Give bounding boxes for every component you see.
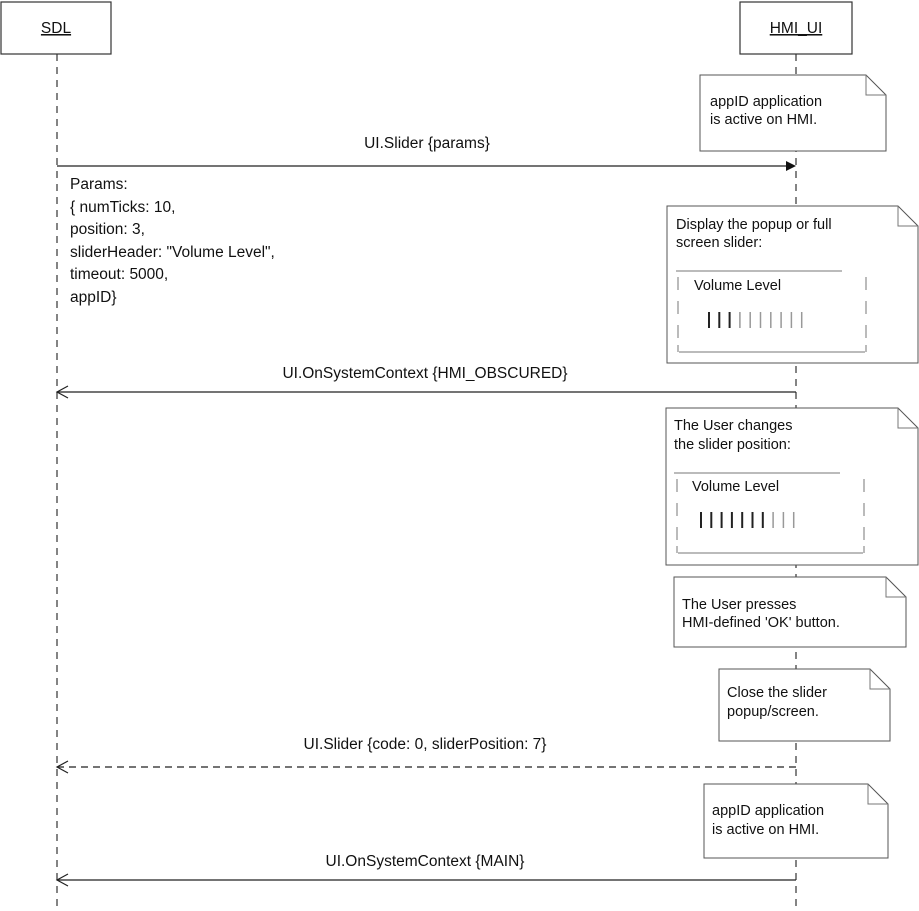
note-line: Close the slider <box>727 685 827 701</box>
params-line: position: 3, <box>70 221 145 238</box>
params-line: { numTicks: 10, <box>70 199 175 216</box>
note-line: The User presses <box>682 597 796 613</box>
params-line: timeout: 5000, <box>70 266 168 283</box>
slider-ticks <box>700 512 795 528</box>
note-line: is active on HMI. <box>710 112 817 128</box>
note-line: screen slider: <box>676 235 762 251</box>
slider-mockup: Volume Level <box>676 270 867 353</box>
params-line: Params: <box>70 176 128 193</box>
arrowhead-icon <box>786 161 796 171</box>
participant-hmi-ui: HMI_UI <box>739 1 853 55</box>
message-ui-slider-response: UI.Slider {code: 0, sliderPosition: 7} <box>55 736 796 774</box>
message-on-system-context-main: UI.OnSystemContext {MAIN} <box>55 853 796 887</box>
params-block: Params: { numTicks: 10, position: 3, sli… <box>70 176 275 306</box>
participant-sdl-label: SDL <box>41 20 72 37</box>
slider-ticks <box>708 312 803 328</box>
slider-header: Volume Level <box>692 479 779 495</box>
message-label: UI.OnSystemContext {MAIN} <box>326 853 525 870</box>
params-line: appID} <box>70 289 117 306</box>
note-close-slider: Close the slider popup/screen. <box>718 668 891 742</box>
note-line: popup/screen. <box>727 704 819 720</box>
slider-mockup: Volume Level <box>674 472 865 554</box>
message-ui-slider-request: UI.Slider {params} <box>57 135 796 171</box>
note-line: appID application <box>712 803 824 819</box>
note-line: is active on HMI. <box>712 822 819 838</box>
note-line: the slider position: <box>674 437 791 453</box>
arrowhead-icon <box>55 873 69 887</box>
message-label: UI.OnSystemContext {HMI_OBSCURED} <box>282 365 567 382</box>
arrowhead-icon <box>55 385 69 399</box>
note-app-active-top: appID application is active on HMI. <box>699 74 887 152</box>
note-app-active-bottom: appID application is active on HMI. <box>703 783 889 859</box>
message-label: UI.Slider {params} <box>364 135 490 152</box>
note-line: Display the popup or full <box>676 217 832 233</box>
note-line: The User changes <box>674 418 792 434</box>
note-user-changes-slider: The User changes the slider position: Vo… <box>665 407 919 566</box>
message-on-system-context-obscured: UI.OnSystemContext {HMI_OBSCURED} <box>55 365 796 399</box>
note-user-presses-ok: The User presses HMI-defined 'OK' button… <box>673 576 907 648</box>
participant-sdl: SDL <box>0 1 112 55</box>
params-line: sliderHeader: "Volume Level", <box>70 244 275 261</box>
message-label: UI.Slider {code: 0, sliderPosition: 7} <box>304 736 547 753</box>
arrowhead-icon <box>55 760 69 774</box>
note-display-slider: Display the popup or full screen slider:… <box>666 205 919 364</box>
participant-hmi-ui-label: HMI_UI <box>770 20 823 37</box>
slider-header: Volume Level <box>694 278 781 294</box>
note-line: HMI-defined 'OK' button. <box>682 615 840 631</box>
note-line: appID application <box>710 94 822 110</box>
